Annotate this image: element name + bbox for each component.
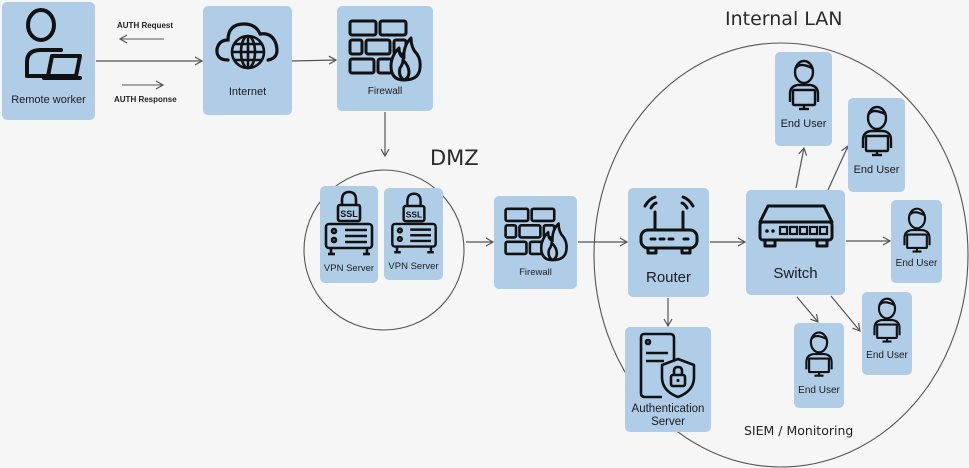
dmz-zone-boundary (303, 169, 465, 331)
router-icon (639, 195, 698, 255)
shield-server-icon (639, 332, 696, 399)
internet-label: Internet (228, 86, 267, 98)
ssl-server-icon: SSL (390, 192, 437, 254)
switch-icon (758, 204, 833, 248)
vpn-server-1-label: VPN Server (323, 263, 375, 274)
end-user-5-label: End User (798, 385, 840, 396)
node-switch[interactable]: Switch (746, 190, 845, 295)
dmz-title: DMZ (430, 146, 479, 170)
node-vpn-server-2[interactable]: SSL VPN Server (384, 188, 443, 280)
firewall-edge-label: Firewall (367, 86, 403, 97)
ssl-badge-1: SSL (340, 209, 358, 219)
router-label: Router (645, 269, 692, 286)
lan-title: Internal LAN (725, 8, 843, 30)
auth-response-label: AUTH Response (114, 95, 177, 104)
edge-switch-to-user1 (795, 148, 804, 189)
node-end-user-5[interactable]: End User (794, 323, 844, 408)
node-auth-server[interactable]: Authentication Server (625, 327, 711, 432)
user-monitor-icon (902, 207, 931, 253)
ssl-badge-2: SSL (405, 209, 421, 219)
end-user-2-label: End User (853, 164, 900, 176)
node-end-user-1[interactable]: End User (775, 52, 832, 146)
node-end-user-3[interactable]: End User (891, 200, 942, 283)
user-laptop-icon (24, 8, 82, 80)
remote-worker-label: Remote worker (11, 94, 86, 106)
siem-monitoring-label: SIEM / Monitoring (744, 423, 854, 438)
end-user-1-label: End User (780, 118, 827, 130)
cloud-globe-icon (214, 22, 279, 70)
firewall-icon (503, 207, 568, 262)
edge-switch-to-user4 (830, 295, 860, 331)
user-monitor-icon (861, 105, 892, 157)
auth-request-label: AUTH Request (117, 21, 174, 30)
node-firewall-edge[interactable]: Firewall (337, 6, 433, 111)
node-firewall-internal[interactable]: Firewall (494, 196, 577, 289)
end-user-3-label: End User (895, 258, 938, 269)
node-internet[interactable]: Internet (203, 6, 292, 115)
auth-server-label-line1: Authentication (631, 403, 705, 415)
auth-server-label-line2: Server (651, 415, 685, 428)
end-user-4-label: End User (866, 350, 908, 361)
node-remote-worker[interactable]: Remote worker (2, 2, 95, 120)
edge-switch-to-user2 (827, 146, 848, 191)
node-router[interactable]: Router (628, 188, 709, 297)
edge-switch-to-user5 (796, 296, 818, 322)
firewall-internal-label: Firewall (519, 267, 552, 278)
edge-internet-to-firewall (291, 60, 336, 61)
ssl-server-icon: SSL (324, 190, 374, 256)
vpn-server-2-label: VPN Server (388, 261, 439, 272)
node-vpn-server-1[interactable]: SSL VPN Server (320, 186, 378, 283)
lan-zone-boundary (593, 42, 969, 468)
node-end-user-4[interactable]: End User (862, 292, 912, 375)
switch-label: Switch (773, 265, 818, 282)
user-monitor-icon (873, 297, 901, 343)
node-end-user-2[interactable]: End User (848, 98, 905, 192)
firewall-icon (348, 19, 422, 82)
user-monitor-icon (805, 331, 833, 377)
user-monitor-icon (788, 59, 819, 111)
